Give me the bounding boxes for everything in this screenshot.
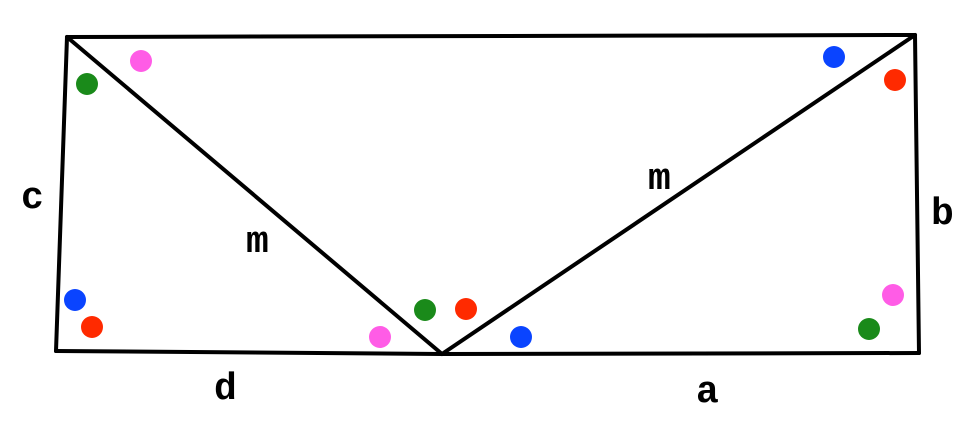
label-m-left: m (246, 221, 269, 264)
label-a: a (696, 371, 719, 414)
right-diagonal-m (440, 33, 917, 356)
angle-dot-red (81, 316, 103, 338)
angle-dot-red (455, 298, 477, 320)
bottom-edge-d (54, 349, 444, 356)
label-d: d (214, 368, 237, 411)
angle-dot-green (76, 73, 98, 95)
label-c: c (21, 177, 44, 220)
left-diagonal-m (65, 35, 444, 356)
angle-dot-magenta (369, 326, 391, 348)
angle-dot-blue (823, 46, 845, 68)
left-edge-c (54, 35, 69, 353)
angle-dot-green (858, 318, 880, 340)
label-b: b (931, 193, 954, 236)
bottom-edge-a (440, 351, 921, 356)
angle-dot-magenta (130, 50, 152, 72)
top-edge (65, 33, 917, 39)
angle-dot-red (884, 69, 906, 91)
label-m-right: m (648, 158, 671, 201)
angle-dot-green (414, 299, 436, 321)
angle-dot-blue (510, 326, 532, 348)
angle-dot-magenta (882, 284, 904, 306)
angle-dot-blue (64, 289, 86, 311)
right-edge-b (913, 33, 921, 355)
